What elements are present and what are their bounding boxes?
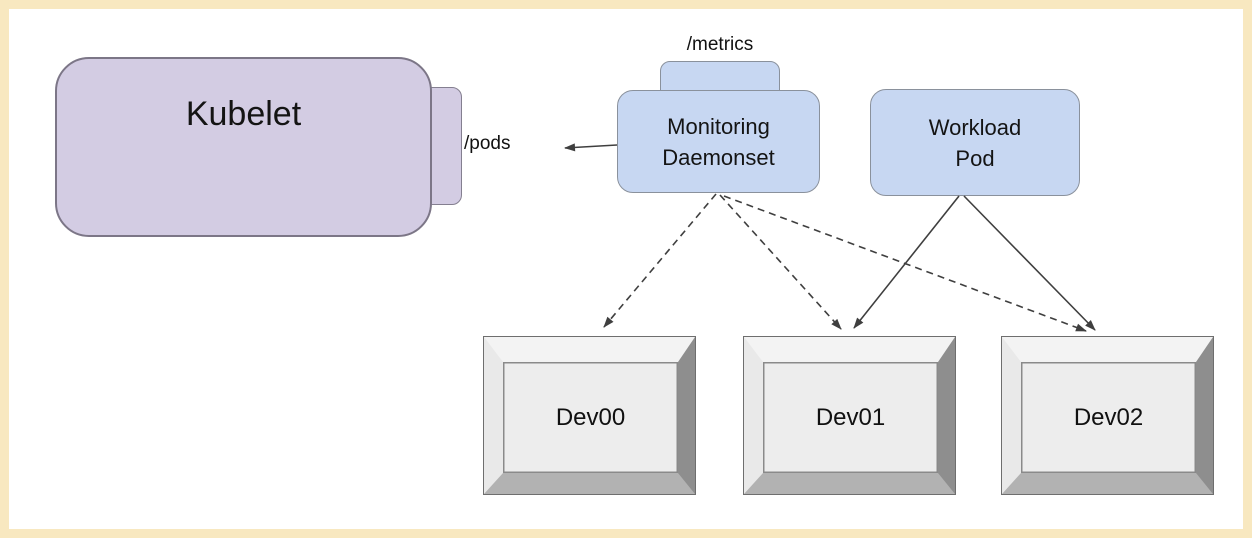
edge-monitoring-to-dev00 [603,193,717,328]
device-dev02-label: Dev02 [1073,403,1144,431]
edge-workload-to-dev01 [853,195,960,329]
monitoring-daemonset-label: Monitoring Daemonset [662,113,775,170]
edge-monitoring-to-pods [564,143,618,152]
workload-pod-label: Workload Pod [928,114,1022,171]
device-dev01: Dev01 [743,336,956,495]
edge-monitoring-to-dev01 [719,194,842,330]
edge-monitoring-to-dev02 [723,195,1087,332]
device-dev00: Dev00 [483,336,696,495]
workload-pod-node: Workload Pod [870,89,1080,196]
device-dev00-label: Dev00 [555,403,626,431]
kubelet-label: Kubelet [185,95,302,133]
kubelet-node: Kubelet [55,57,432,237]
monitoring-daemonset-node: Monitoring Daemonset [617,90,820,193]
device-dev02: Dev02 [1001,336,1214,495]
metrics-endpoint-label: /metrics [686,34,754,55]
pods-endpoint-label: /pods [464,133,511,154]
edge-workload-to-dev02 [963,195,1096,331]
device-dev01-label: Dev01 [815,403,886,431]
